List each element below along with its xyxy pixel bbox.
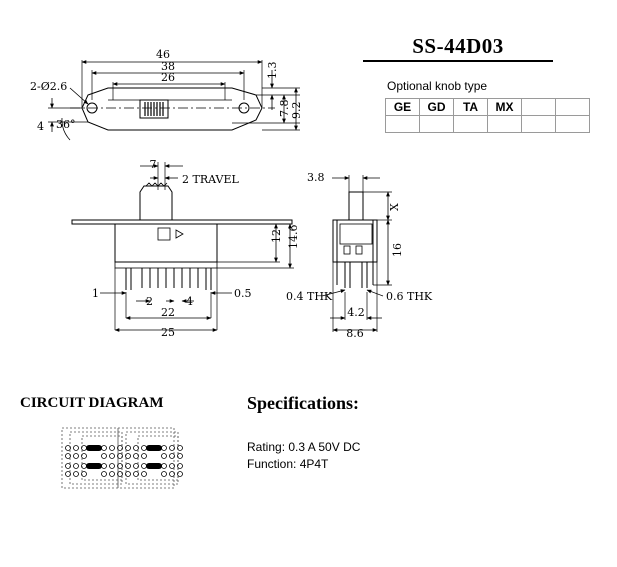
dim-knob-width: 3.8: [307, 171, 325, 184]
dim-x: X: [388, 203, 401, 211]
dim-overall: 46: [156, 48, 170, 61]
dim-angle: 36°: [56, 118, 76, 131]
dim-right-1: 1.3: [266, 62, 279, 80]
dim-height-side: 16: [391, 243, 404, 257]
dim-body: 26: [161, 71, 175, 84]
top-view-labels: 46 38 26 2-Ø2.6 4 36° 1.3 7.8 9.2: [30, 48, 303, 133]
title-underline: [363, 60, 553, 62]
part-number-title: SS-44D03: [412, 34, 504, 58]
dim-right-2: 7.8: [278, 100, 291, 118]
specifications-title: Specifications:: [247, 393, 359, 413]
body-front: [114, 223, 218, 263]
dim-span-25: 25: [161, 326, 175, 339]
knob-top: [139, 99, 169, 119]
dim-height-1: 12: [270, 229, 283, 243]
dim-holes: 2-Ø2.6: [30, 80, 67, 93]
dim-pitch-side: 4.2: [347, 306, 365, 319]
dim-height-2: 14.6: [287, 225, 300, 250]
dim-knob: 7: [150, 158, 157, 171]
dim-pitch-2: 2: [146, 295, 153, 308]
spec-rating: Rating: 0.3 A 50V DC: [247, 440, 361, 454]
circuit-diagram-title: CIRCUIT DIAGRAM: [20, 395, 164, 411]
circuit-diagram: [61, 427, 183, 489]
knob-type-cell-empty: [555, 115, 590, 133]
circuit-sliders: [86, 445, 162, 469]
knob-type-cell: MX: [487, 98, 522, 116]
dim-width-side: 8.6: [346, 327, 364, 340]
front-view: [71, 162, 294, 332]
side-view: [321, 175, 392, 332]
plate-front: [71, 219, 293, 225]
dim-chamfer: 4: [37, 120, 44, 133]
knob-type-label: Optional knob type: [387, 79, 488, 93]
dim-pin-left: 1: [92, 287, 99, 300]
front-view-labels: 7 2 TRAVEL 12 14.6 1 0.5 2 4 22 25: [92, 158, 300, 339]
knob-front: [139, 185, 173, 220]
mounting-plate-outline: [81, 87, 263, 131]
dim-pitch: 38: [161, 60, 175, 73]
dim-travel: 2 TRAVEL: [182, 173, 239, 186]
dim-span-22: 22: [161, 306, 175, 319]
knob-side: [348, 191, 364, 221]
knob-type-table: GE GD TA MX: [385, 98, 590, 133]
dim-pitch-4: 4: [186, 295, 193, 308]
dim-thk-left: 0.4 THK: [286, 290, 333, 303]
spec-function: Function: 4P4T: [247, 457, 329, 471]
dim-pin-right: 0.5: [234, 287, 252, 300]
dim-right-3: 9.2: [290, 102, 303, 120]
top-view: [48, 60, 300, 141]
side-view-labels: 3.8 X 16 0.4 THK 0.6 THK 4.2 8.6: [286, 171, 433, 340]
dim-thk-right: 0.6 THK: [386, 290, 433, 303]
